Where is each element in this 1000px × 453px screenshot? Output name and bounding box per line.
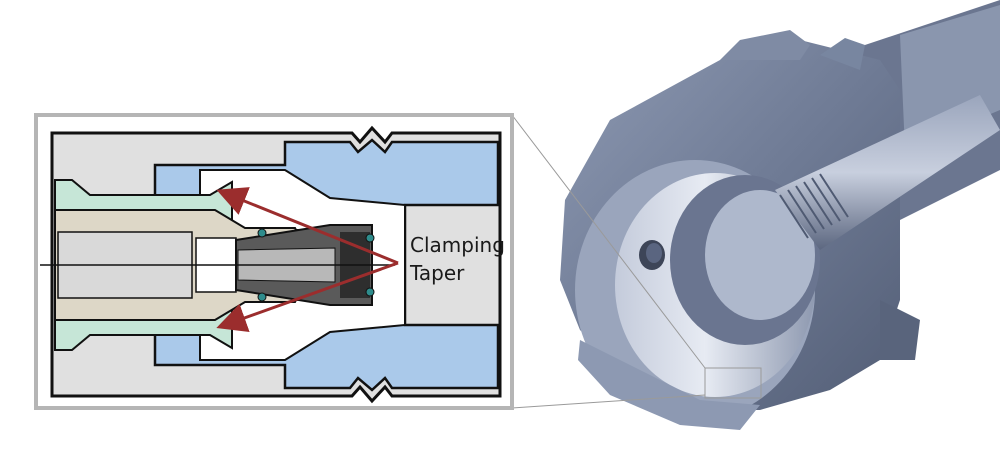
thread-ridges — [779, 173, 849, 239]
callout-arrows — [216, 187, 399, 333]
o-ring-bottom-left — [257, 292, 267, 302]
callout-label-line2: Taper — [409, 261, 465, 285]
o-ring-top-left — [257, 228, 267, 238]
arrow-top — [216, 187, 399, 265]
cross-section-inset: Clamping Taper — [34, 113, 514, 410]
arrow-bottom — [216, 261, 399, 333]
tool-holder-render — [560, 0, 1000, 430]
o-ring-top-right — [365, 233, 375, 243]
zoom-guides — [511, 114, 762, 409]
callout-label-line1: Clamping — [410, 233, 505, 257]
o-ring-bottom-right — [365, 287, 375, 297]
